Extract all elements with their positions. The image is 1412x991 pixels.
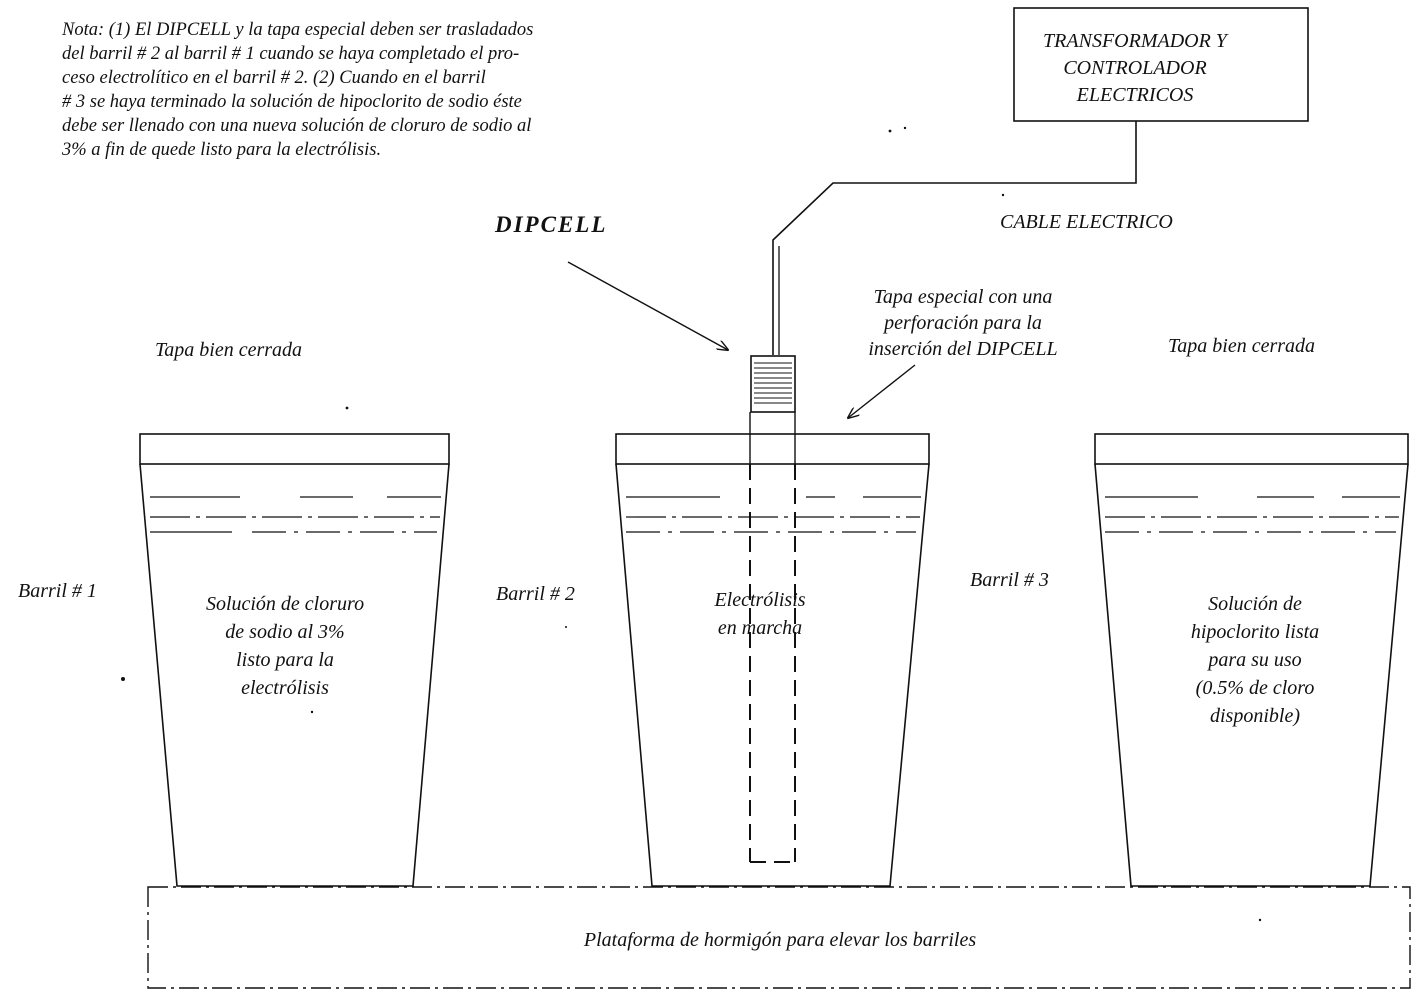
barrel-2-label: Barril # 2 (496, 583, 575, 605)
barrel-2-liquid-lines (626, 496, 921, 533)
barrel-2-content-line: Electrólisis (714, 589, 806, 611)
special-lid-label-line: perforación para la (884, 312, 1042, 334)
barrel-2-lid (615, 433, 930, 465)
note-line: ceso electrolítico en el barril # 2. (2)… (62, 68, 486, 88)
barrel-1-content-line: listo para la (236, 649, 334, 671)
note-line: del barril # 2 al barril # 1 cuando se h… (62, 44, 520, 64)
note-line: # 3 se haya terminado la solución de hip… (62, 92, 522, 112)
dipcell-arrow (567, 261, 728, 350)
barrel-1-lid (139, 433, 450, 465)
note-line: debe ser llenado con una nueva solución … (62, 116, 532, 136)
barrel-3-content-label: Solución de hipoclorito lista para su us… (1135, 590, 1375, 730)
barrel-2 (615, 355, 930, 887)
barrel-1-content-line: de sodio al 3% (225, 621, 345, 643)
barrel-1-liquid-lines (150, 496, 441, 533)
barrel-3 (1094, 433, 1409, 887)
dipcell-head (750, 355, 796, 413)
note-text: Nota: (1) El DIPCELL y la tapa especial … (62, 18, 712, 162)
note-line: 3% a fin de quede listo para la electról… (62, 140, 382, 160)
special-lid-arrow (848, 364, 916, 418)
cable-label: CABLE ELECTRICO (1000, 211, 1173, 233)
electric-cable (772, 121, 1137, 355)
barrel-2-body (615, 463, 930, 887)
barrel-3-body (1094, 463, 1409, 887)
special-lid-label: Tapa especial con una perforación para l… (838, 284, 1088, 362)
barrel-3-content-line: disponible) (1210, 705, 1300, 727)
barrel-1-content-line: Solución de cloruro (205, 593, 365, 615)
note-line: Nota: (1) El DIPCELL y la tapa especial … (62, 20, 534, 40)
special-lid-label-line: inserción del DIPCELL (868, 338, 1058, 360)
barrel-3-content-line: Solución de (1208, 593, 1302, 615)
barrel-3-lid (1094, 433, 1409, 465)
barrel-1-body (139, 463, 450, 887)
dipcell-label: DIPCELL (495, 212, 608, 237)
barrel-3-content-line: para su uso (1208, 649, 1302, 671)
barrel-1-label: Barril # 1 (18, 580, 97, 602)
dipcell-immersed (749, 464, 796, 863)
transformer-label-line: ELECTRICOS (1076, 84, 1194, 106)
barrel-2-content-line: en marcha (717, 617, 803, 639)
barrel-3-liquid-lines (1105, 496, 1400, 533)
barrel-3-content-line: hipoclorito lista (1190, 621, 1320, 643)
dipcell-head-hatch (754, 362, 792, 404)
transformer-label: TRANSFORMADOR Y CONTROLADOR ELECTRICOS (1015, 28, 1255, 109)
barrel-1-content-label: Solución de cloruro de sodio al 3% listo… (175, 590, 395, 702)
barrel-1 (139, 433, 450, 887)
platform-label: Plataforma de hormigón para elevar los b… (583, 929, 977, 951)
barrel-2-content-label: Electrólisis en marcha (660, 586, 860, 642)
barrel-1-content-line: electrólisis (241, 677, 329, 699)
transformer-box (1013, 7, 1309, 122)
barrel-3-lid-label: Tapa bien cerrada (1168, 335, 1316, 357)
concrete-platform (147, 886, 1411, 989)
transformer-label-line: TRANSFORMADOR Y (1043, 30, 1227, 52)
barrel-3-label: Barril # 3 (970, 569, 1049, 591)
special-lid-label-line: Tapa especial con una (873, 286, 1053, 308)
transformer-label-line: CONTROLADOR (1063, 57, 1207, 79)
scan-specks (121, 126, 1262, 922)
barrel-1-lid-label: Tapa bien cerrada (155, 339, 303, 361)
barrel-3-content-line: (0.5% de cloro (1195, 677, 1315, 699)
